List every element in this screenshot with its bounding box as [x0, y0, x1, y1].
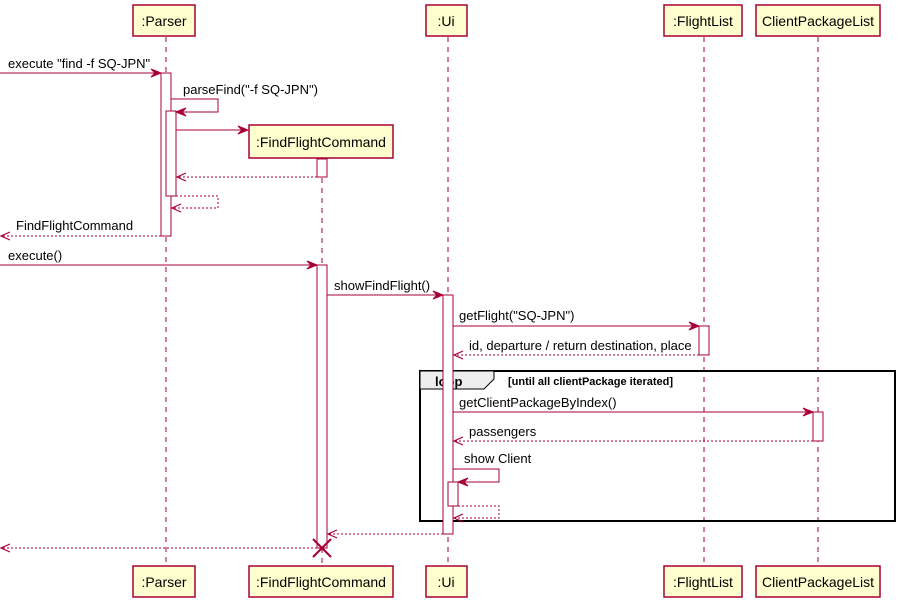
message-execute: execute() — [0, 248, 319, 270]
svg-text:passengers: passengers — [469, 424, 537, 439]
message-flight-details: id, departure / return destination, plac… — [452, 338, 699, 360]
destroy-marker — [312, 538, 332, 558]
participant-flight-list-bottom: :FlightList — [663, 565, 743, 598]
message-show-client: show Client — [453, 451, 532, 487]
participant-ui-bottom: :Ui — [425, 565, 468, 598]
svg-text::FindFlightCommand: :FindFlightCommand — [256, 134, 386, 150]
participant-find-flight-command-bottom: :FindFlightCommand — [248, 565, 394, 598]
message-return-created — [175, 172, 317, 182]
svg-text::Parser: :Parser — [141, 574, 186, 590]
find-flight-command-execute-activation — [316, 264, 328, 549]
svg-text:ClientPackageList: ClientPackageList — [762, 13, 874, 29]
message-create-find-flight-command — [176, 125, 250, 135]
message-show-find-flight: showFindFlight() — [327, 278, 445, 300]
participant-ui-top: :Ui — [425, 4, 468, 37]
svg-text::Ui: :Ui — [437, 13, 454, 29]
ui-activation — [442, 294, 454, 535]
svg-text::FlightList: :FlightList — [673, 574, 733, 590]
ui-nested-activation — [447, 481, 459, 507]
participant-find-flight-command-created: :FindFlightCommand — [248, 124, 394, 159]
loop-fragment: loop [until all clientPackage iterated] — [419, 370, 896, 522]
message-show-client-return — [452, 505, 500, 523]
participant-parser-top: :Parser — [132, 4, 196, 37]
loop-frame — [419, 370, 896, 522]
participant-client-package-list-top: ClientPackageList — [755, 4, 881, 37]
svg-text:getFlight("SQ-JPN"): getFlight("SQ-JPN") — [459, 308, 574, 323]
message-get-flight: getFlight("SQ-JPN") — [453, 308, 701, 331]
message-execute-find: execute "find -f SQ-JPN" — [0, 56, 163, 78]
parser-nested-activation — [165, 110, 177, 197]
message-return-find-flight-command: FindFlightCommand — [0, 218, 161, 241]
svg-text:getClientPackageByIndex(): getClientPackageByIndex() — [459, 395, 617, 410]
loop-tab — [419, 370, 495, 390]
participant-parser-bottom: :Parser — [132, 565, 196, 598]
svg-text:execute(): execute() — [8, 248, 62, 263]
flight-list-activation — [698, 325, 710, 356]
svg-text:FindFlightCommand: FindFlightCommand — [16, 218, 133, 233]
svg-text:ClientPackageList: ClientPackageList — [762, 574, 874, 590]
find-flight-command-init-activation — [316, 158, 328, 178]
svg-text::FlightList: :FlightList — [673, 13, 733, 29]
svg-text:id, departure / return destina: id, departure / return destination, plac… — [469, 338, 692, 353]
message-get-client-package: getClientPackageByIndex() — [453, 395, 815, 417]
message-return-to-caller — [0, 543, 317, 553]
svg-text:show Client: show Client — [464, 451, 532, 466]
participant-client-package-list-bottom: ClientPackageList — [755, 565, 881, 598]
svg-text:execute "find -f SQ-JPN": execute "find -f SQ-JPN" — [8, 56, 151, 71]
message-return-to-command — [326, 529, 443, 539]
client-package-list-activation — [812, 411, 824, 442]
svg-text:parseFind("-f SQ-JPN"): parseFind("-f SQ-JPN") — [183, 82, 318, 97]
message-passengers: passengers — [452, 424, 813, 446]
svg-text:showFindFlight(): showFindFlight() — [334, 278, 430, 293]
svg-text::FindFlightCommand: :FindFlightCommand — [256, 574, 386, 590]
loop-guard: [until all clientPackage iterated] — [508, 376, 673, 388]
svg-text::Ui: :Ui — [437, 574, 454, 590]
message-parse-find: parseFind("-f SQ-JPN") — [171, 82, 318, 117]
message-self-return — [170, 195, 219, 213]
participant-flight-list-top: :FlightList — [663, 4, 743, 37]
svg-text::Parser: :Parser — [141, 13, 186, 29]
